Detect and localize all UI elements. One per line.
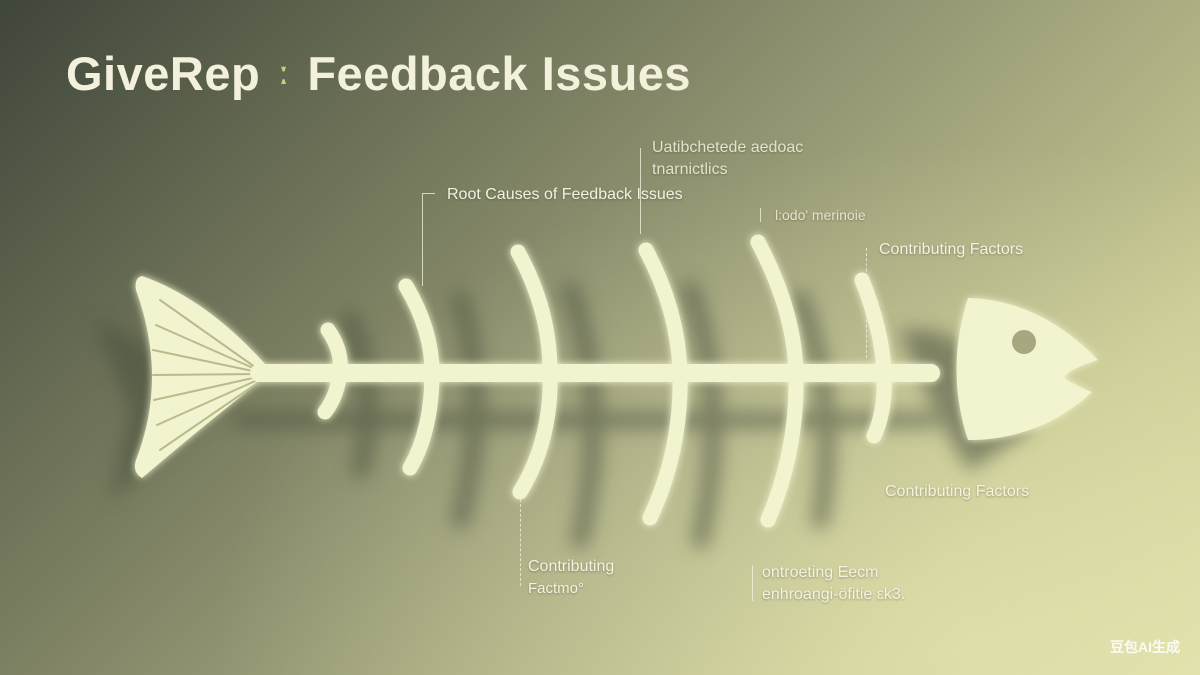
top-garbled-label-line1: Uatibchetede aedoac [652, 139, 804, 156]
top-small-bracket [760, 208, 761, 222]
title-separator: ː [278, 55, 290, 91]
rib-2 [398, 278, 440, 476]
bottom-mid-bracket [752, 565, 753, 601]
fish-eye [1012, 330, 1036, 354]
rib-5 [750, 234, 804, 528]
ai-generated-watermark: 豆包AI生成 [1110, 639, 1180, 655]
title-topic: Feedback Issues [307, 47, 692, 100]
tail-rays [152, 299, 263, 451]
title-brand: GiveRep [66, 47, 261, 100]
page-title: GiveRep ː Feedback Issues [66, 46, 691, 101]
top-garbled-bracket [640, 148, 641, 234]
top-small-label: l:odo' merinoie [775, 207, 866, 223]
contributing-factors-top-right: Contributing Factors [879, 241, 1024, 258]
contributing-bottom-left-bracket [520, 494, 521, 586]
contributing-factors-bottom-right: Contributing Factors [885, 483, 1030, 500]
rib-4 [638, 242, 688, 526]
contributing-top-right-bracket [866, 248, 867, 358]
rib-1 [317, 322, 348, 420]
contributing-bottom-left-line1: Contributing [528, 558, 615, 575]
top-garbled-label-line2: tnarnictlics [652, 161, 728, 178]
bottom-mid-label-line1: ontroeting Eecm [762, 564, 879, 581]
rib-6 [854, 272, 892, 444]
fish-tail [134, 276, 272, 478]
fish-ribs [317, 234, 892, 528]
rib-3 [510, 244, 558, 500]
fish-head [956, 298, 1098, 440]
root-causes-label: Root Causes of Feedback Issues [447, 186, 683, 203]
fish-skeleton [134, 234, 1098, 528]
fish-spine [250, 364, 940, 382]
contributing-bottom-left-line2: Factmo° [528, 580, 585, 597]
bottom-mid-label-line2: enhroangi-öfitie εk3. [762, 586, 906, 603]
root-causes-bracket [422, 193, 435, 286]
